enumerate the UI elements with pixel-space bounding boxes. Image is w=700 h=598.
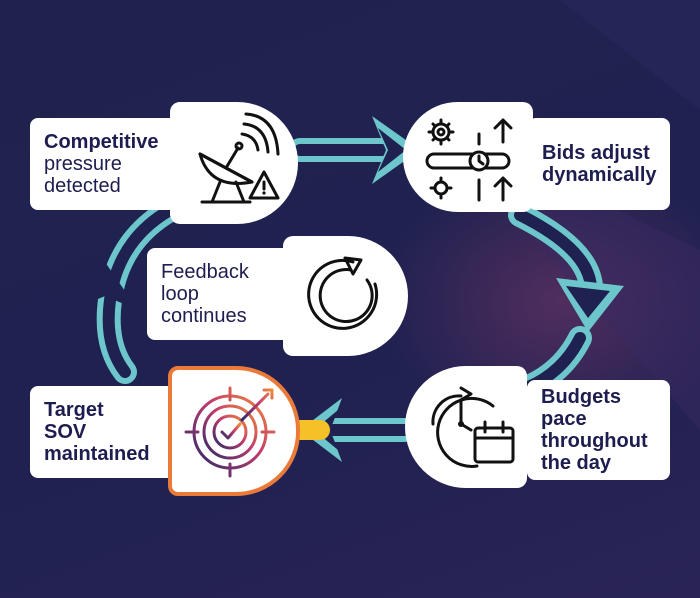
step-competitive-line1: Competitive: [44, 131, 159, 153]
target-check-icon: [184, 386, 276, 478]
step-competitive-line2: pressure: [44, 153, 122, 175]
step-feedback-line2: loop: [161, 283, 199, 305]
step-competitive-label: Competitive pressure detected: [30, 118, 195, 210]
step-feedback-line3: continues: [161, 305, 247, 327]
arrow-right: [503, 203, 624, 404]
step-budgets-line2: pace: [541, 408, 587, 430]
step-bids-line1: Bids adjust: [542, 142, 650, 164]
bid-sliders-icon: [425, 118, 513, 202]
arrow-bottom: [290, 398, 417, 462]
arrow-top: [288, 116, 420, 184]
step-feedback-label: Feedback loop continues: [147, 248, 297, 340]
step-budgets-card: [405, 366, 527, 488]
step-budgets-label: Budgets pace throughout the day: [527, 380, 670, 480]
step-budgets-line1: Budgets: [541, 386, 621, 408]
step-competitive-line3: detected: [44, 175, 121, 197]
step-feedback-line1: Feedback: [161, 261, 249, 283]
step-budgets-line4: the day: [541, 452, 612, 474]
step-target-line3: maintained: [44, 443, 150, 465]
step-bids-card: [403, 102, 533, 212]
step-target-line2: SOV: [44, 421, 87, 443]
refresh-loop-icon: [307, 256, 379, 330]
clock-calendar-icon: [431, 386, 515, 468]
step-target-label: Target SOV maintained: [30, 386, 178, 478]
step-bids-line2: dynamically: [542, 164, 657, 186]
step-bids-label: Bids adjust dynamically: [528, 118, 670, 210]
step-competitive-card: [170, 102, 298, 224]
step-target-line1: Target: [44, 399, 104, 421]
step-target-card: [168, 366, 300, 496]
arrow-left: [72, 198, 182, 384]
step-budgets-line3: throughout: [541, 430, 648, 452]
step-feedback-card: [283, 236, 408, 356]
radar-dish-icon: [198, 112, 280, 204]
